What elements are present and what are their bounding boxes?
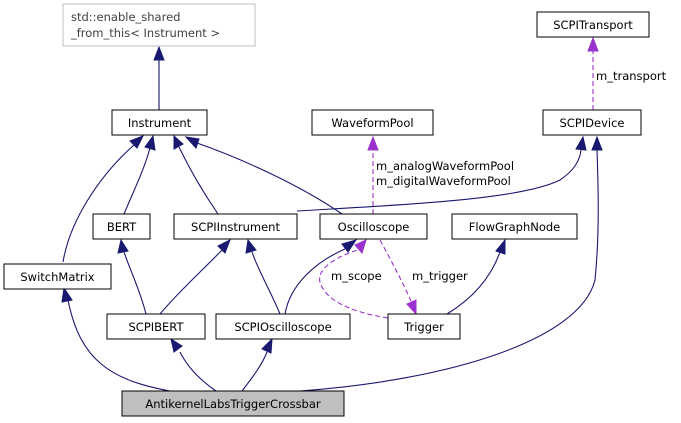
- edge-scpiosc-scpiinstrument: [251, 251, 281, 315]
- node-enable-shared-from-this[interactable]: std::enable_shared _from_this< Instrumen…: [62, 3, 256, 47]
- arrowhead: [341, 239, 358, 253]
- node-label: Instrument: [128, 116, 192, 130]
- edge-switchmatrix-instrument: [62, 144, 135, 263]
- node-label: SCPIBERT: [129, 320, 185, 334]
- arrowhead: [261, 337, 273, 354]
- label-m-transport: m_transport: [596, 69, 667, 83]
- node-flowgraphnode[interactable]: FlowGraphNode: [451, 213, 578, 240]
- arrowhead: [129, 135, 145, 149]
- edge-oscilloscope-trigger: [379, 239, 412, 302]
- edge-target-scpibert: [179, 351, 217, 392]
- edge-bert-instrument: [123, 147, 151, 215]
- node-label-line1: std::enable_shared: [71, 10, 180, 24]
- node-scpiinstrument[interactable]: SCPIInstrument: [173, 213, 298, 240]
- node-oscilloscope[interactable]: Oscilloscope: [319, 213, 428, 240]
- label-m-digital-waveform-pool: m_digitalWaveformPool: [376, 174, 511, 188]
- arrowhead: [354, 239, 367, 255]
- arrowhead: [144, 134, 156, 151]
- node-label: Trigger: [403, 320, 444, 334]
- node-switchmatrix[interactable]: SwitchMatrix: [3, 263, 112, 290]
- edge-target-scpiosc: [241, 351, 268, 392]
- arrowhead: [117, 238, 129, 254]
- node-waveformpool[interactable]: WaveformPool: [311, 109, 434, 136]
- node-trigger[interactable]: Trigger: [387, 313, 461, 340]
- node-instrument[interactable]: Instrument: [111, 109, 208, 136]
- edge-scpiosc-oscilloscope: [284, 248, 346, 315]
- edge-labels: m_transport m_analogWaveformPool m_digit…: [331, 69, 667, 283]
- label-m-trigger: m_trigger: [412, 269, 468, 283]
- arrowhead: [587, 36, 599, 52]
- edge-trigger-flowgraphnode: [446, 251, 501, 315]
- node-label: WaveformPool: [331, 116, 413, 130]
- arrowhead: [591, 135, 603, 151]
- node-label: SCPIInstrument: [191, 220, 280, 234]
- node-scpibert[interactable]: SCPIBERT: [106, 313, 206, 340]
- edge-oscilloscope-instrument: [196, 142, 343, 215]
- edge-target-switchmatrix: [67, 299, 171, 392]
- arrowhead: [170, 337, 183, 353]
- arrowhead: [367, 135, 379, 151]
- node-label: Oscilloscope: [338, 220, 410, 234]
- arrowhead: [153, 45, 165, 61]
- arrowhead: [245, 238, 257, 254]
- node-scpitransport[interactable]: SCPITransport: [536, 11, 650, 38]
- node-scpidevice[interactable]: SCPIDevice: [542, 109, 642, 136]
- label-m-scope: m_scope: [331, 269, 382, 283]
- edge-scpiinstrument-scpidevice: [296, 149, 582, 212]
- arrowhead: [184, 136, 200, 149]
- arrowhead: [217, 238, 231, 254]
- edge-target-scpidevice: [299, 149, 599, 392]
- arrowhead: [173, 134, 184, 150]
- node-label-line2: _from_this< Instrument >: [70, 26, 220, 40]
- arrowhead: [406, 299, 417, 316]
- edge-scpibert-scpiinstrument: [159, 249, 223, 315]
- arrowhead: [495, 238, 506, 255]
- node-label: FlowGraphNode: [469, 220, 561, 234]
- node-antikernel-labs-trigger-crossbar[interactable]: AntikernelLabsTriggerCrossbar: [121, 390, 345, 417]
- node-label: BERT: [107, 220, 137, 234]
- node-label: SCPIOscilloscope: [234, 320, 331, 334]
- node-label: SCPIDevice: [560, 116, 625, 130]
- node-bert[interactable]: BERT: [92, 213, 151, 240]
- nodes: std::enable_shared _from_this< Instrumen…: [3, 3, 650, 417]
- label-m-analog-waveform-pool: m_analogWaveformPool: [376, 159, 514, 173]
- edges: [61, 36, 603, 392]
- node-scpioscilloscope[interactable]: SCPIOscilloscope: [215, 313, 351, 340]
- arrowhead: [61, 286, 73, 303]
- edge-trigger-oscilloscope-scope: [319, 249, 389, 319]
- node-label: SCPITransport: [553, 18, 633, 32]
- edge-scpibert-bert: [123, 251, 147, 315]
- node-label: AntikernelLabsTriggerCrossbar: [145, 397, 321, 411]
- arrowhead: [575, 135, 587, 151]
- edge-scpiinstrument-instrument: [178, 146, 219, 215]
- node-label: SwitchMatrix: [20, 270, 94, 284]
